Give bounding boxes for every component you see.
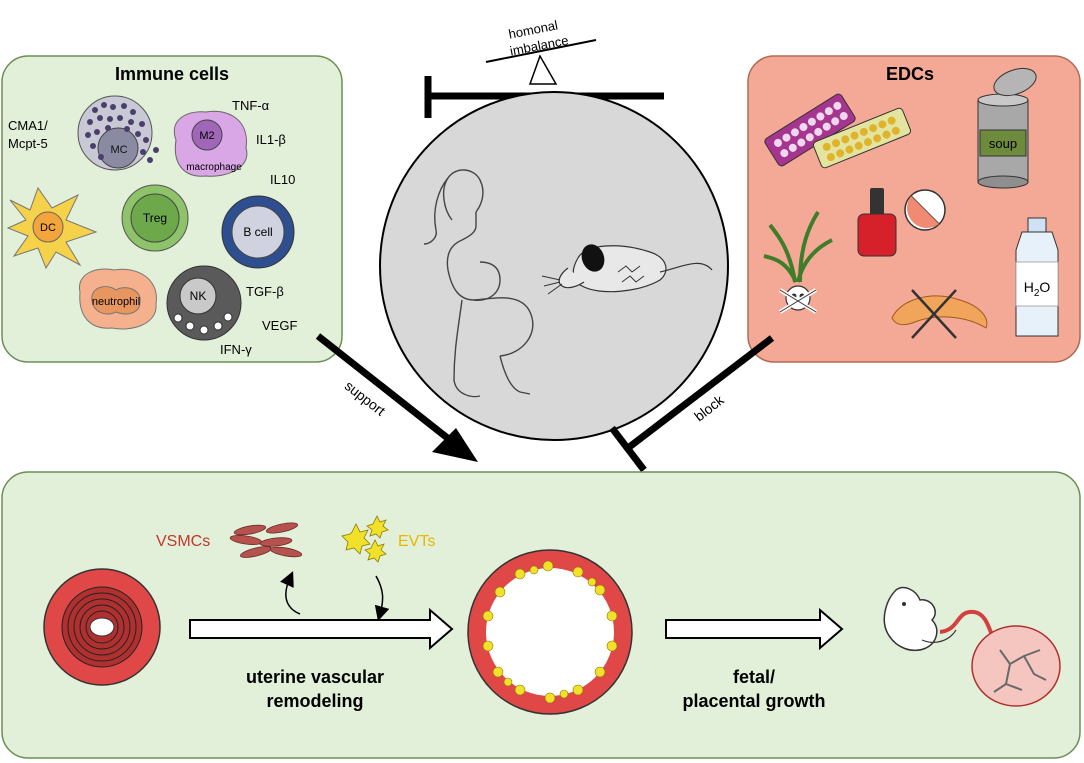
nk-granules <box>173 312 233 335</box>
growth-line2: placental growth <box>682 691 825 711</box>
water-label-sub: 2 <box>1034 288 1040 299</box>
remodeled-artery-icon <box>467 549 633 715</box>
mouse-icon <box>541 244 713 295</box>
remodeling-arrow <box>189 607 454 651</box>
water-label-o: O <box>1039 279 1050 295</box>
bottom-panel: VSMCs EVTs uterine vascular remodeling <box>1 471 1081 759</box>
dc-label: DC <box>40 222 56 234</box>
treg-label: Treg <box>143 211 167 225</box>
pregnancy-circle <box>379 91 729 441</box>
placenta-icon <box>971 625 1061 707</box>
soup-can-icon <box>977 67 1037 189</box>
neutrophil-nucleus <box>91 286 141 315</box>
dc-nucleus <box>32 211 64 243</box>
seesaw-beam <box>485 39 597 63</box>
support-arrow <box>315 333 478 462</box>
neutrophil-label: neutrophil <box>92 296 140 308</box>
nk-label: NK <box>190 289 207 303</box>
edc-panel: EDCs <box>747 55 1081 363</box>
soup-label: soup <box>989 136 1017 151</box>
mast-cell-icon <box>77 95 159 171</box>
evt-cells-icon <box>341 515 389 563</box>
remodel-line1: uterine vascular <box>246 667 384 687</box>
b-cell-nucleus <box>231 205 285 259</box>
narrow-artery-icon <box>43 568 161 686</box>
mc-label: MC <box>110 144 127 156</box>
il10-label: IL10 <box>270 172 295 187</box>
pregnant-woman-icon <box>423 169 534 398</box>
mcpt5-label: Mcpt-5 <box>8 136 48 151</box>
il1-label: IL1-β <box>256 132 286 147</box>
edc-panel-title: EDCs <box>886 64 934 84</box>
tnf-label: TNF-α <box>232 98 270 113</box>
water-label: H2O <box>1024 279 1051 299</box>
nk-nucleus <box>179 277 217 315</box>
treg-nucleus <box>130 193 180 243</box>
bcell-label: B cell <box>243 225 272 239</box>
macrophage-label: macrophage <box>186 162 242 173</box>
seesaw-fulcrum-icon <box>528 54 558 85</box>
water-bottle-icon <box>1015 217 1059 337</box>
cma1-label: CMA1/ <box>8 118 48 133</box>
vsmc-up-arrow <box>280 571 301 615</box>
crossed-shrimp-icon <box>891 289 988 339</box>
m2-label: M2 <box>199 130 214 142</box>
nail-polish-icon <box>857 188 897 257</box>
vegf-label: VEGF <box>262 318 297 333</box>
remodeled-artery-evts <box>482 560 618 704</box>
growth-arrow <box>665 607 844 651</box>
evt-down-arrow <box>374 575 390 622</box>
vsmc-cells-icon <box>229 522 303 558</box>
block-inhibitor <box>609 335 775 473</box>
tgf-label: TGF-β <box>246 284 284 299</box>
remodel-line2: remodeling <box>266 691 363 711</box>
immune-panel: Immune cells MC M2 macrophage <box>1 55 343 363</box>
water-label-h: H <box>1024 279 1034 295</box>
growth-line1: fetal/ <box>733 667 775 687</box>
vsmcs-label: VSMCs <box>156 533 210 550</box>
evts-label: EVTs <box>398 533 435 550</box>
immune-panel-title: Immune cells <box>115 64 229 84</box>
tablet-pill-icon <box>904 189 946 231</box>
fetus-icon <box>883 586 957 652</box>
pesticide-plant-icon <box>763 210 833 314</box>
birth-control-pack-icon <box>764 93 912 169</box>
ifn-label: IFN-γ <box>220 342 252 357</box>
m2-macrophage-icon <box>173 110 248 177</box>
